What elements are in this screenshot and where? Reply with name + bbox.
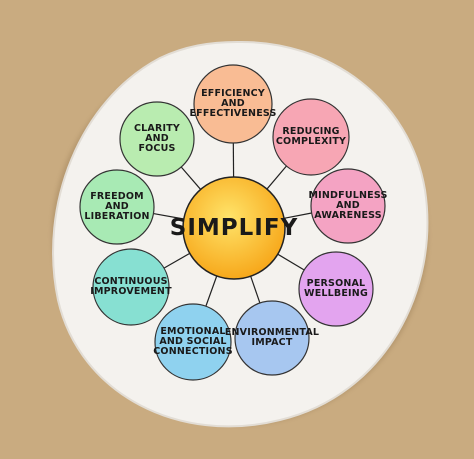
label-reducing: REDUCING COMPLEXITY [275, 126, 347, 147]
label-mindfulness: MINDFULNESS AND AWARENESS [308, 190, 388, 221]
label-efficiency: EFFICIENCY AND EFFECTIVENESS [189, 88, 277, 119]
label-freedom: FREEDOM AND LIBERATION [84, 191, 150, 222]
bubble-clarity [119, 101, 195, 177]
bubble-freedom [79, 169, 155, 245]
label-clarity: CLARITY AND FOCUS [134, 123, 180, 154]
bubble-reducing [272, 98, 350, 176]
bubble-continuous [92, 248, 170, 326]
center-bubble [182, 176, 286, 280]
bubble-personal [298, 251, 374, 327]
topic-bubbles [79, 64, 386, 381]
connector-continuous [163, 252, 191, 269]
connector-clarity [180, 166, 202, 190]
connector-emotional [205, 275, 218, 307]
connector-freedom [153, 212, 184, 220]
bubble-mindfulness [310, 168, 386, 244]
connector-lines [153, 142, 312, 307]
label-continuous: CONTINUOUS IMPROVEMENT [90, 276, 172, 297]
connector-environmental [250, 276, 261, 304]
bubble-efficiency [193, 64, 273, 144]
connector-reducing [266, 165, 287, 190]
bubble-environmental [234, 300, 310, 376]
connector-mindfulness [283, 212, 312, 219]
label-environmental: ENVIRONMENTAL IMPACT [224, 327, 320, 348]
bubble-emotional [154, 303, 232, 381]
connector-personal [277, 253, 305, 271]
label-personal: PERSONAL WELLBEING [304, 278, 368, 299]
label-emotional: EMOTIONAL AND SOCIAL CONNECTIONS [153, 326, 233, 357]
center-label: SIMPLIFY [169, 214, 299, 241]
